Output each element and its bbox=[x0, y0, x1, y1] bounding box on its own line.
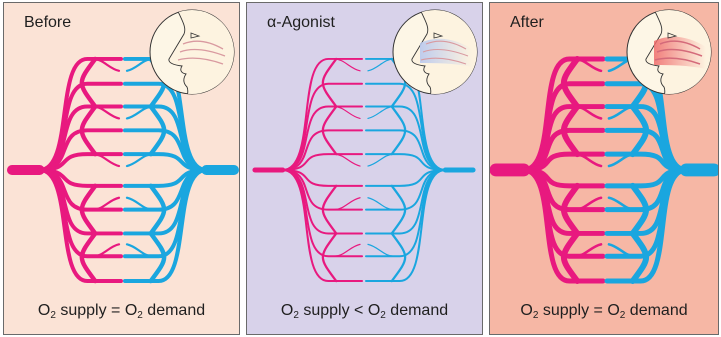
oxygen-balance-caption: O2 supply = O2 demand bbox=[4, 302, 239, 320]
panel-title: α-Agonist bbox=[267, 14, 335, 32]
panel-title: After bbox=[510, 14, 544, 32]
vessel-branch bbox=[368, 244, 394, 256]
panel-title: Before bbox=[24, 14, 71, 32]
nose-profile-icon bbox=[390, 7, 480, 97]
vessel-branch bbox=[334, 154, 360, 166]
vessel-branch bbox=[334, 59, 360, 71]
nose-profile-icon bbox=[624, 7, 714, 97]
panel-before: Before O2 supply = O2 demand bbox=[3, 2, 240, 335]
vessel-branch bbox=[334, 244, 360, 256]
vessel-branch bbox=[283, 170, 362, 233]
vessel-branch bbox=[283, 107, 362, 170]
oxygen-balance-caption: O2 supply = O2 demand bbox=[490, 302, 718, 320]
vessel-branch bbox=[366, 107, 445, 170]
vessel-branch bbox=[366, 170, 445, 233]
nose-profile-icon bbox=[147, 7, 237, 97]
vessel-branch bbox=[334, 107, 360, 119]
panel-after: After O2 supply = O2 dem bbox=[489, 2, 719, 335]
vessel-branch bbox=[368, 198, 394, 210]
oxygen-balance-caption: O2 supply < O2 demand bbox=[247, 302, 482, 320]
vessel-branch bbox=[334, 198, 360, 210]
panel-alpha-agonist: α-Agonist O2 supply < O2 bbox=[246, 2, 483, 335]
vessel-branch bbox=[368, 107, 394, 119]
vessel-branch bbox=[368, 154, 394, 166]
